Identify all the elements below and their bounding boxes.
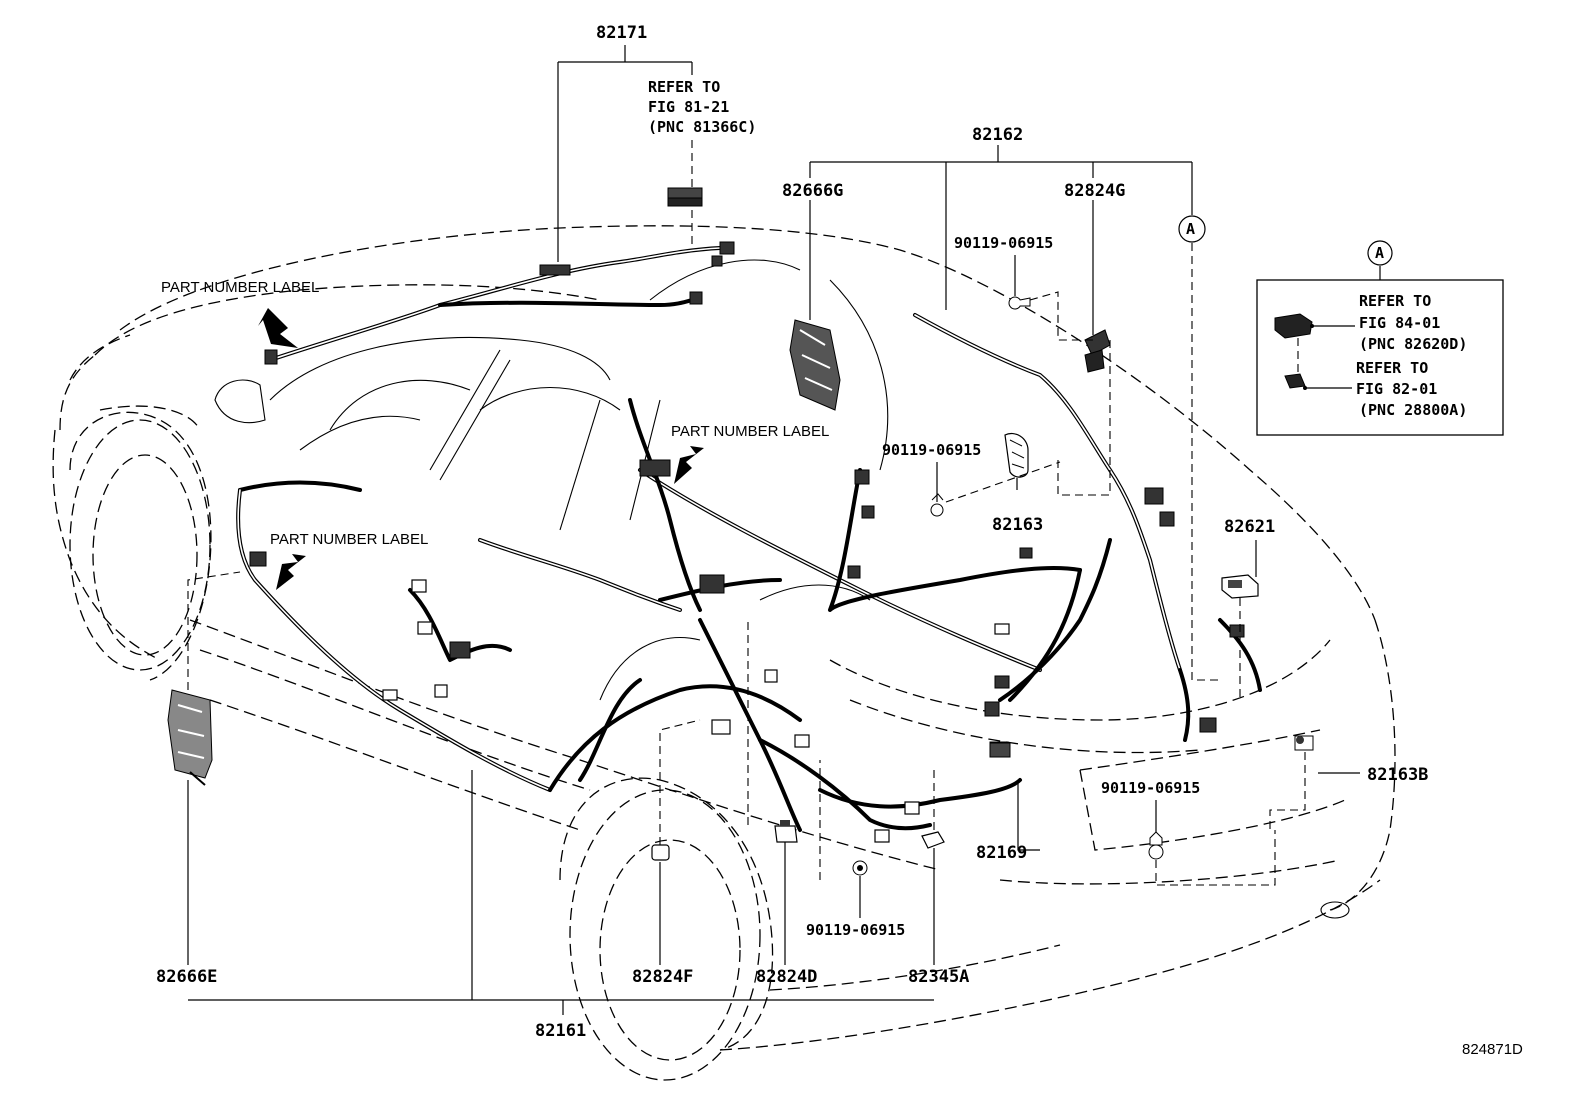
label-bolt-c: 90119-06915 xyxy=(1101,779,1200,797)
detail-a-box xyxy=(1256,240,1504,436)
rear-connector-g xyxy=(984,701,1000,717)
rear-connector-f xyxy=(1159,511,1175,527)
center-connector-g xyxy=(874,829,890,843)
detail-a-marker-circle xyxy=(1367,240,1393,266)
label-bolt-b: 90119-06915 xyxy=(882,441,981,459)
detail-a-connector-icon xyxy=(1274,313,1313,339)
connector-82169-icon xyxy=(989,742,1011,758)
label-82163: 82163 xyxy=(992,515,1043,535)
roof-connector-small xyxy=(711,255,723,267)
label-82824g: 82824G xyxy=(1064,181,1125,201)
roof-connector-block xyxy=(539,264,571,276)
label-82824f: 82824F xyxy=(632,967,693,987)
label-82162: 82162 xyxy=(972,125,1023,145)
clamp-82824d-icon xyxy=(774,820,798,843)
detail-a-marker-text: A xyxy=(1375,244,1384,262)
bracket-82666g-icon xyxy=(789,319,841,411)
label-82824d: 82824D xyxy=(756,967,817,987)
refer-top-line1: REFER TO xyxy=(648,78,720,96)
harness-roof xyxy=(264,241,735,365)
marker-a-text: A xyxy=(1186,220,1195,238)
arrow-label-1 xyxy=(258,308,298,348)
roof-connector-top xyxy=(719,241,735,255)
left-connector-d xyxy=(449,641,471,659)
detail-a-ref1-line1: REFER TO xyxy=(1359,292,1431,310)
part-number-label-3: PART NUMBER LABEL xyxy=(270,531,428,548)
left-connector-f xyxy=(382,689,398,701)
label-82171: 82171 xyxy=(596,23,647,43)
center-connector-b xyxy=(699,574,725,594)
bracket-82666e-icon xyxy=(167,689,213,786)
clip-82163-icon xyxy=(1004,432,1029,478)
detail-a-ref1-line2: FIG 84-01 xyxy=(1359,314,1440,332)
detail-a-ref1-line3: (PNC 82620D) xyxy=(1359,335,1467,353)
clamp-82824g-icon xyxy=(1084,329,1111,373)
harness-center xyxy=(628,398,1022,843)
clamp-82824f-icon xyxy=(651,844,670,861)
connector-81366c-icon xyxy=(667,187,703,207)
label-82345a: 82345A xyxy=(908,967,969,987)
roof-connector-mid xyxy=(689,291,703,305)
label-bolt-d: 90119-06915 xyxy=(806,921,905,939)
left-connector-a xyxy=(249,551,267,567)
text-layer: 82171 REFER TO FIG 81-21 (PNC 81366C) 82… xyxy=(156,23,1523,1058)
left-connector-b xyxy=(411,579,427,593)
part-number-label-1: PART NUMBER LABEL xyxy=(161,279,319,296)
part-number-label-2: PART NUMBER LABEL xyxy=(671,423,829,440)
center-connector-a xyxy=(639,459,671,477)
center-connector-d xyxy=(711,719,731,735)
roof-connector-front xyxy=(264,349,278,365)
arrow-label-2 xyxy=(674,446,704,484)
label-82161: 82161 xyxy=(535,1021,586,1041)
harness-floor-long xyxy=(238,468,1042,672)
clip-82163b-icon xyxy=(1294,735,1314,751)
harness-rear-trunk xyxy=(828,313,1262,742)
detail-a-ref2-line2: FIG 82-01 xyxy=(1356,380,1437,398)
rear-connector-j xyxy=(1199,717,1217,733)
rear-connector-k xyxy=(1019,547,1033,559)
label-82163b: 82163B xyxy=(1367,765,1428,785)
rear-connector-e xyxy=(1144,487,1164,505)
detail-a-ref2-line3: (PNC 28800A) xyxy=(1359,401,1467,419)
arrow-1-icon xyxy=(258,308,298,348)
figure-id: 824871D xyxy=(1462,1041,1523,1058)
refer-top-line2: FIG 81-21 xyxy=(648,98,729,116)
label-82666g: 82666G xyxy=(782,181,843,201)
harness-left-side xyxy=(236,488,802,792)
arrow-label-3 xyxy=(276,554,306,590)
arrow-3-icon xyxy=(276,554,306,590)
label-bolt-a: 90119-06915 xyxy=(954,234,1053,252)
rear-connector-b xyxy=(861,505,875,519)
rear-connector-i xyxy=(1229,624,1245,638)
rear-connector-d xyxy=(994,623,1010,635)
leader-lines xyxy=(187,45,1360,1015)
label-82169: 82169 xyxy=(976,843,1027,863)
rear-connector-c xyxy=(847,565,861,579)
car-body-outline xyxy=(52,225,1396,1081)
center-connector-f xyxy=(904,801,920,815)
detail-a-ref2-line1: REFER TO xyxy=(1356,359,1428,377)
arrow-2-icon xyxy=(674,446,704,484)
left-connector-e xyxy=(434,684,448,698)
bolt-icon-d xyxy=(852,860,868,876)
bolt-icon-a xyxy=(1008,296,1031,310)
rear-connector-h xyxy=(994,675,1010,689)
center-connector-e xyxy=(794,734,810,748)
marker-a-circle xyxy=(1178,215,1206,243)
relay-82621-icon xyxy=(1221,574,1259,599)
bolt-icon-b xyxy=(930,493,944,517)
parts-icons xyxy=(167,187,1314,876)
rear-connector-a xyxy=(854,469,870,485)
clip-82345a-icon xyxy=(921,831,945,849)
left-connector-c xyxy=(417,621,433,635)
label-82621: 82621 xyxy=(1224,517,1275,537)
label-82666e: 82666E xyxy=(156,967,217,987)
bolt-icon-c xyxy=(1148,831,1164,860)
center-connector-c xyxy=(764,669,778,683)
refer-top-line3: (PNC 81366C) xyxy=(648,118,756,136)
